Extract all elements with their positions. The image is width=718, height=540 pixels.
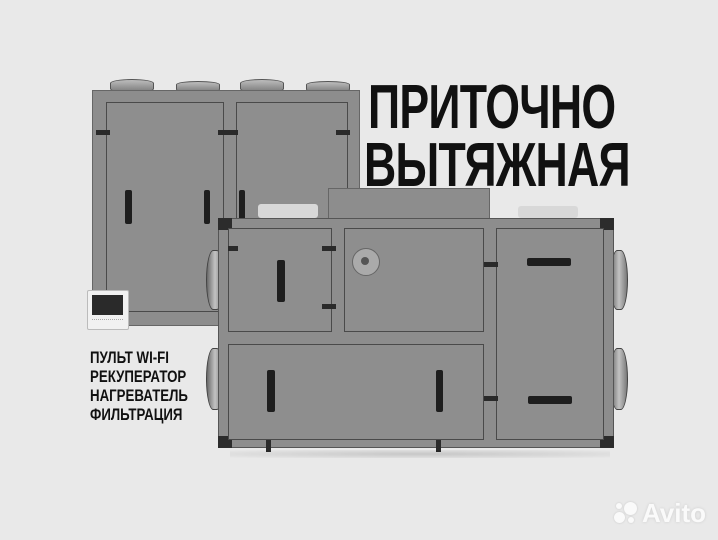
door-handle [277, 260, 285, 302]
corner [218, 218, 232, 230]
hinge [322, 304, 336, 309]
hinge [96, 130, 110, 135]
hinge [218, 130, 238, 135]
hinge [228, 246, 238, 251]
hinge [436, 440, 441, 452]
front-ventilation-unit [206, 188, 628, 454]
front-unit-top-box [328, 188, 490, 222]
door-handle [527, 258, 571, 266]
door-handle [267, 370, 275, 412]
hinge [266, 440, 271, 452]
door-handle [436, 370, 443, 412]
features-list: ПУЛЬТ WI-FI РЕКУПЕРАТОР НАГРЕВАТЕЛЬ ФИЛЬ… [90, 348, 216, 424]
wiring-left [258, 204, 318, 218]
door-handle [125, 190, 132, 224]
headline-line-2: ВЫТЯЖНАЯ [364, 131, 631, 200]
hinge [336, 130, 350, 135]
feature-item: РЕКУПЕРАТОР [90, 367, 187, 386]
door-top-middle [344, 228, 484, 332]
avito-brand-text: Avito [642, 498, 707, 528]
wifi-remote-panel [87, 290, 129, 330]
door-handle [528, 396, 572, 404]
flange-center [361, 257, 369, 265]
feature-item: ФИЛЬТРАЦИЯ [90, 405, 183, 424]
hinge [484, 262, 498, 267]
corner [600, 218, 614, 230]
hinge [484, 396, 498, 401]
floor-shadow [230, 450, 610, 458]
headline-line-1: ПРИТОЧНО [368, 73, 616, 142]
wiring-right [518, 206, 578, 218]
door-handle [204, 190, 210, 224]
avito-dots-icon [612, 500, 640, 526]
remote-buttons [92, 319, 123, 325]
feature-item: ПУЛЬТ WI-FI [90, 348, 169, 367]
avito-watermark: Avito [612, 498, 712, 528]
remote-screen [92, 295, 123, 315]
door-handle [239, 190, 245, 224]
hinge [322, 246, 336, 251]
feature-item: НАГРЕВАТЕЛЬ [90, 386, 188, 405]
